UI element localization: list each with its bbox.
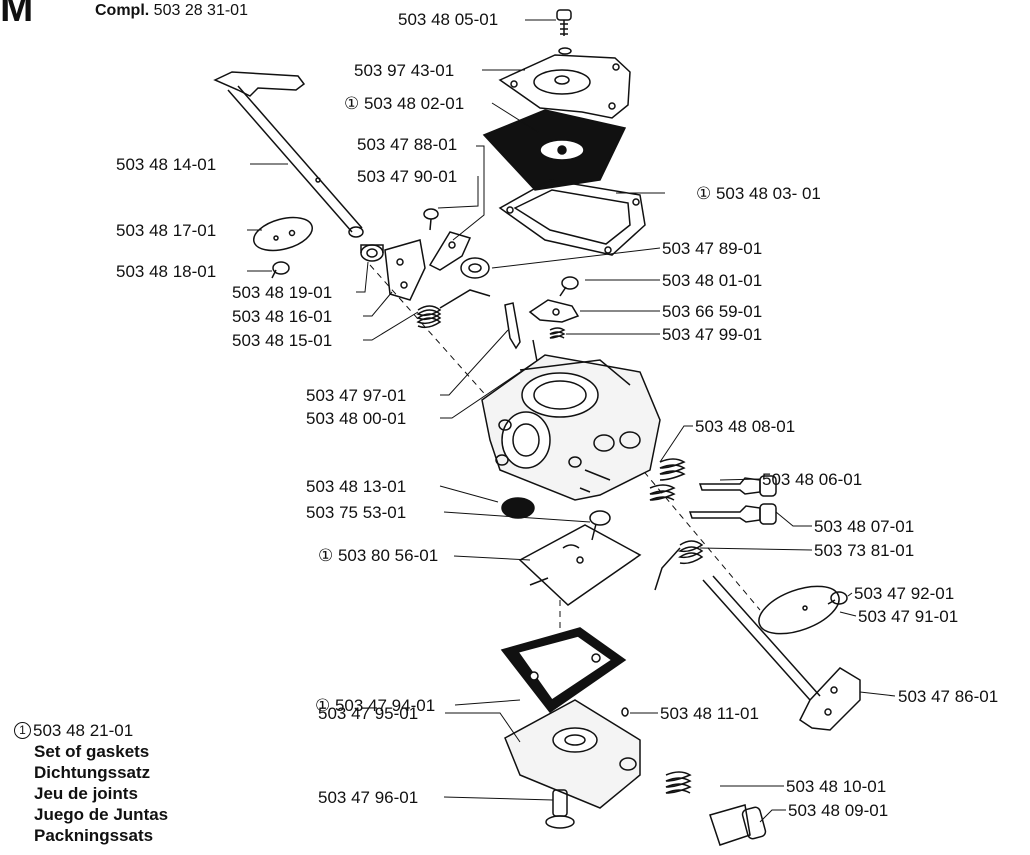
part-label: 503 48 10-01 [786,777,886,796]
gasket-kit-marker: 1 [14,722,31,739]
gasket-kit-number: 503 48 21-01 [33,721,134,740]
high-speed-needle-part [698,475,777,497]
choke-bushing-part [460,257,490,279]
idle-screw-part [709,804,767,846]
part-label: 503 47 97-01 [306,386,406,405]
part-label: 503 47 90-01 [357,167,457,186]
gasket-kit-names: Set of gaskets Dichtungssatz Jeu de join… [14,741,168,846]
choke-valve-screw-part [827,591,848,605]
gasket-kit-name-en: Set of gaskets [34,742,150,761]
part-label: 503 75 53-01 [306,503,406,522]
section-letter: M [0,0,34,30]
part-label: 503 48 18-01 [116,262,216,281]
part-label: 503 48 17-01 [116,221,216,240]
pump-gasket-part [498,179,646,256]
cover-screw-part [556,9,572,55]
lever-screw-part [423,208,439,231]
gasket-kit-name-de: Dichtungssatz [34,763,151,782]
gasket-kit-name-sv: Packningssats [34,826,154,845]
part-label: 503 47 95-01 [318,704,418,723]
pump-diaphragm-part [482,109,627,191]
leader-lines [247,19,896,823]
part-label: 503 47 86-01 [898,687,998,706]
cover-fixing-screw-part [545,789,575,829]
throttle-return-spring-part [654,540,704,591]
part-label: 503 48 13-01 [306,477,406,496]
part-label: 503 48 15-01 [232,331,332,350]
inlet-needle-part [504,302,521,350]
part-label: 503 48 19-01 [232,283,332,302]
part-label: 503 66 59-01 [662,302,762,321]
choke-shaft-part [702,575,861,731]
needle-lever-spring-part [549,327,566,339]
part-label: 503 48 11-01 [660,704,759,723]
gasket-kit-name-fr: Jeu de joints [34,784,138,803]
part-label: 503 47 92-01 [854,584,954,603]
metering-gasket-part [500,627,627,714]
carburetor-body-part [481,354,661,501]
part-label: 503 48 05-01 [398,10,498,29]
part-label: ① 503 48 02-01 [344,94,464,113]
part-label: 503 48 06-01 [762,470,862,489]
metering-diaphragm-part [518,524,642,606]
part-label: 503 47 96-01 [318,788,418,807]
part-label: 503 47 89-01 [662,239,762,258]
metering-cover-part [504,699,641,809]
compl-label: Compl. [95,2,150,19]
choke-valve-part [758,585,840,635]
cover-plate-screw-part [589,510,611,541]
idle-screw-spring-part [665,771,692,794]
needle-springs-part [649,458,686,501]
choke-lever-part [428,231,472,271]
part-label: 503 48 00-01 [306,409,406,428]
shaft-bushing-part [360,244,384,262]
pivot-pin-part [621,707,629,717]
needle-lever-screw-part [559,276,579,297]
part-label: 503 48 14-01 [116,155,216,174]
part-label: ① 503 47 94-01 [315,696,435,715]
part-label: 503 48 16-01 [232,307,332,326]
part-label: ① 503 48 03- 01 [696,184,821,203]
part-label: 503 48 09-01 [788,801,888,820]
part-label: 503 47 99-01 [662,325,762,344]
part-label: ① 503 80 56-01 [318,546,438,565]
throttle-shaft-part [213,71,364,238]
throttle-valve-screw-part [271,261,290,279]
part-label: 503 47 91-01 [858,607,958,626]
part-label: 503 48 07-01 [814,517,914,536]
part-label: 503 48 01-01 [662,271,762,290]
fuel-screen-part [501,497,535,519]
part-labels: 503 48 05-01 503 97 43-01 ① 503 48 02-01 50… [116,10,998,820]
part-label: 503 73 81-01 [814,541,914,560]
low-speed-needle-part [688,503,777,525]
gasket-kit-name-es: Juego de Juntas [34,805,169,824]
throttle-valve-part [253,216,313,252]
part-label: 503 47 88-01 [357,135,457,154]
complete-assembly-number: Compl. 503 28 31-01 [95,2,248,20]
throttle-spring-part [416,289,491,329]
part-label: 503 48 08-01 [695,417,795,436]
pump-cover-part [498,54,631,119]
compl-number: 503 28 31-01 [153,2,248,19]
throttle-lever-part [384,239,426,301]
needle-lever-part [528,299,580,323]
part-label: 503 97 43-01 [354,61,454,80]
